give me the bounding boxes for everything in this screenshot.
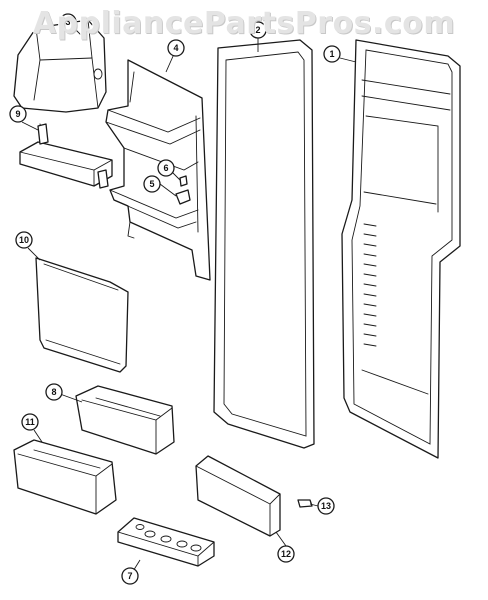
svg-text:9: 9 xyxy=(15,109,20,119)
callout-4: 4 xyxy=(167,39,185,57)
callout-12: 12 xyxy=(277,545,295,563)
svg-text:12: 12 xyxy=(281,549,291,559)
svg-text:3: 3 xyxy=(65,17,70,27)
callout-11: 11 xyxy=(21,413,39,431)
callout-3: 3 xyxy=(59,13,77,31)
callout-10: 10 xyxy=(15,231,33,249)
callout-1: 1 xyxy=(323,45,341,63)
part-2-door-gasket xyxy=(213,39,315,449)
callout-6: 6 xyxy=(157,159,175,177)
callout-13: 13 xyxy=(317,497,335,515)
part-9-shelf xyxy=(19,123,113,189)
part-5-6-clips xyxy=(175,175,191,205)
part-3-dispenser-cover xyxy=(13,19,107,113)
svg-text:7: 7 xyxy=(127,571,132,581)
liner-ribs xyxy=(363,223,377,347)
svg-text:6: 6 xyxy=(163,163,168,173)
svg-text:4: 4 xyxy=(173,43,178,53)
svg-text:13: 13 xyxy=(321,501,331,511)
svg-text:11: 11 xyxy=(25,417,35,427)
svg-text:5: 5 xyxy=(149,179,154,189)
callout-5: 5 xyxy=(143,175,161,193)
callout-7: 7 xyxy=(121,567,139,585)
callout-2: 2 xyxy=(249,21,267,39)
svg-text:10: 10 xyxy=(19,235,29,245)
callout-9: 9 xyxy=(9,105,27,123)
part-7-egg-tray xyxy=(117,517,215,567)
part-10-panel xyxy=(35,257,129,373)
svg-text:1: 1 xyxy=(329,49,334,59)
part-13-pin xyxy=(297,499,313,508)
part-12-dairy-bin xyxy=(195,455,281,537)
svg-text:2: 2 xyxy=(255,25,260,35)
svg-text:8: 8 xyxy=(51,387,56,397)
part-8-door-bin xyxy=(75,385,175,455)
part-11-door-bin xyxy=(13,439,117,515)
part-1-door-liner xyxy=(341,39,461,459)
callout-8: 8 xyxy=(45,383,63,401)
